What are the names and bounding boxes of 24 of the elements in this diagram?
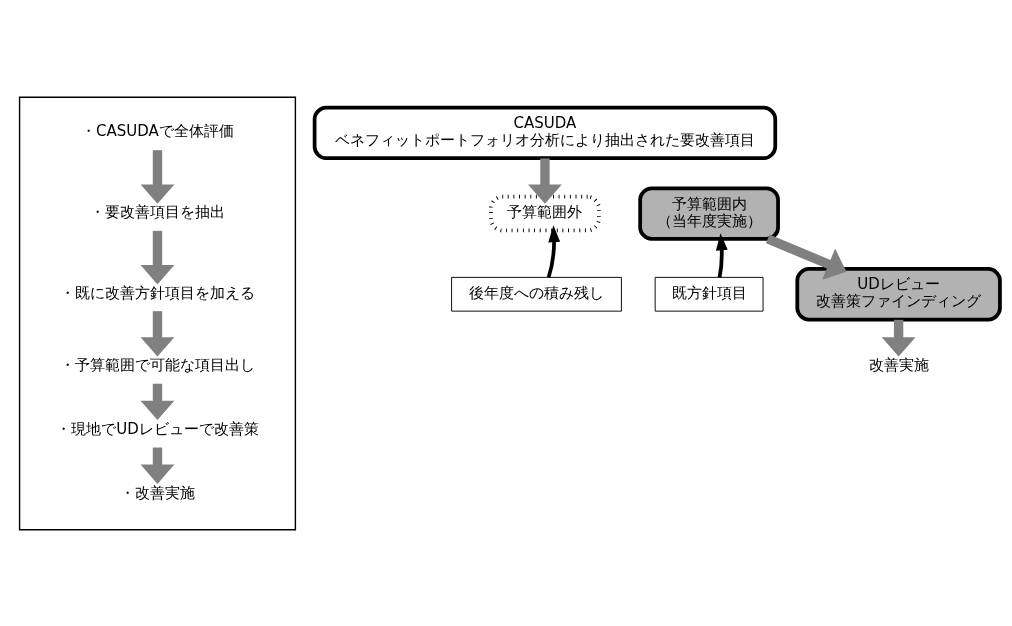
node-box: UDレビュー 改善策ファインディング — [795, 266, 1002, 321]
arrow — [140, 447, 175, 484]
cluster — [18, 96, 297, 530]
arrow — [765, 234, 847, 280]
node-text: ・CASUDAで全体評価 — [81, 121, 234, 140]
arrow — [715, 232, 728, 278]
node-box: CASUDA ベネフィットポートフォリオ分析により抽出された要改善項目 — [312, 105, 778, 160]
arrow — [528, 157, 562, 204]
node-text: ・既に改善方針項目を加える — [59, 283, 255, 302]
node-text: ・要改善項目を抽出 — [89, 202, 225, 221]
node-box: 予算範囲内 （当年度実施） — [638, 185, 780, 241]
node-box: 後年度への積み残し — [451, 276, 622, 312]
arrow — [140, 310, 175, 357]
arrow — [546, 224, 561, 278]
node-text: ・現地でUDレビューで改善策 — [56, 419, 259, 438]
arrow — [881, 319, 916, 357]
node-box: 既方針項目 — [654, 276, 764, 312]
node-box: 予算範囲外 — [489, 194, 601, 232]
arrow — [140, 149, 175, 204]
node-text: ・予算範囲で可能な項目出し — [59, 355, 255, 374]
arrow — [140, 230, 175, 284]
arrow — [140, 383, 175, 420]
node-text: 改善実施 — [868, 355, 929, 374]
node-text: ・改善実施 — [119, 483, 195, 502]
